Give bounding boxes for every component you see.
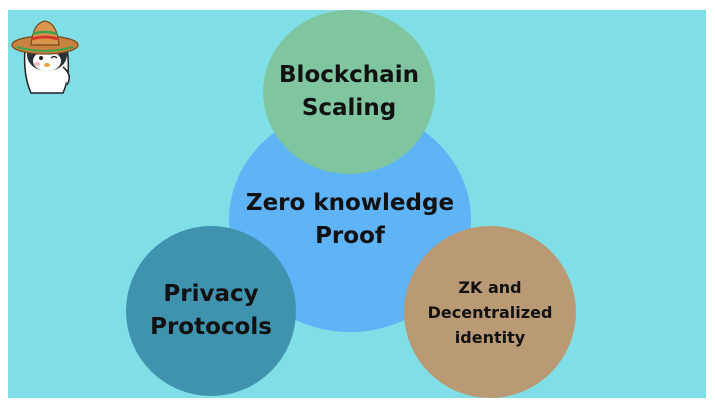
right-node-label: ZK and Decentralized identity — [427, 277, 553, 347]
right-node-circle: ZK and Decentralized identity — [404, 226, 576, 398]
top-node-circle: Blockchain Scaling — [263, 10, 435, 174]
left-node-circle: Privacy Protocols — [126, 226, 296, 396]
left-node-label: Privacy Protocols — [150, 281, 272, 340]
diagram-canvas: Zero knowledge Proof Blockchain Scaling … — [8, 10, 706, 398]
top-node-label: Blockchain Scaling — [279, 62, 419, 121]
center-node-label: Zero knowledge Proof — [245, 190, 455, 249]
penguin-sombrero-icon — [11, 20, 79, 94]
